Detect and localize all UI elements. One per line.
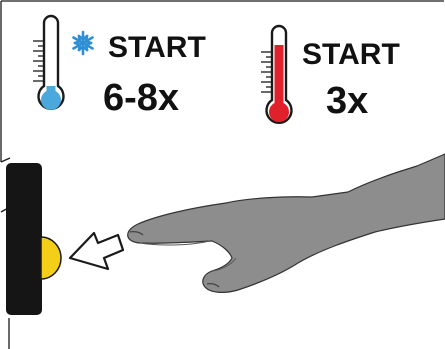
snowflake-icon [71,32,94,54]
device-body [6,163,42,315]
hand-icon [128,154,445,292]
cold-start-label: START [108,31,206,64]
cold-start-count: 6-8x [103,77,179,119]
warm-thermometer-icon [261,26,292,123]
warm-start-label: START [302,38,400,71]
cold-thermometer-icon [33,16,64,110]
start-button[interactable] [41,237,61,279]
press-arrow-icon [70,233,123,269]
warm-thermometer-fill [275,45,284,103]
warm-start-count: 3x [326,80,368,122]
